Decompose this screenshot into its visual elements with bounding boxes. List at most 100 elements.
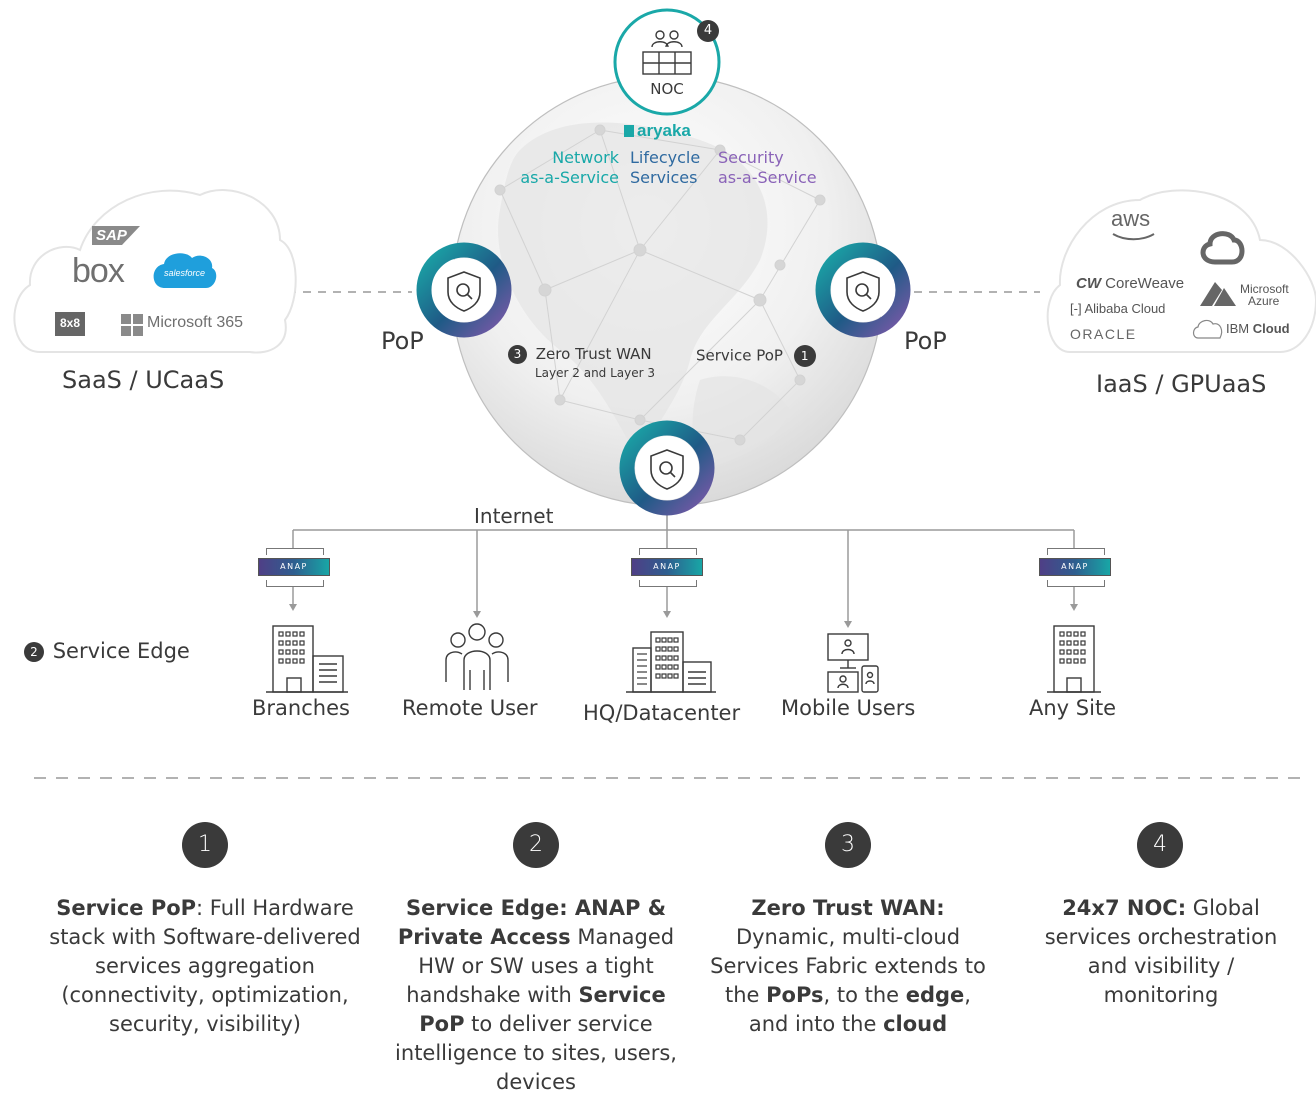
continent-shape — [692, 376, 790, 470]
salesforce-logo: salesforce — [164, 268, 206, 278]
ibm-cloud-text: Cloud — [1252, 321, 1290, 336]
anap-bracket-top — [1047, 548, 1105, 555]
card-4-bold: 24x7 NOC: — [1062, 896, 1187, 920]
pop-label-left: PoP — [381, 327, 424, 355]
service-pop-badge: 1 — [793, 345, 816, 367]
globe-network-mesh — [494, 124, 826, 446]
coreweave-mark: CW — [1076, 275, 1101, 292]
service-pop-label: Service PoP 1 — [696, 345, 816, 367]
coreweave-text: CoreWeave — [1105, 275, 1185, 292]
anap-bracket-bottom — [266, 580, 324, 587]
anap-label: ANAP — [631, 558, 703, 576]
pop-ring-right — [815, 242, 911, 338]
card-4-text: Global services orchestration and visibi… — [1044, 896, 1278, 1007]
anap-bracket-top — [639, 548, 697, 555]
card-3-bold-2: PoPs — [766, 983, 824, 1007]
zero-trust-sub: Layer 2 and Layer 3 — [535, 366, 656, 380]
anap-bracket-bottom — [1047, 580, 1105, 587]
alibaba-mark: [-] — [1070, 301, 1082, 316]
noc-circle — [613, 8, 721, 116]
service-lifecycle: Lifecycle Services — [630, 148, 710, 188]
eightbyeight-logo: 8x8 — [59, 316, 81, 330]
card-service-edge: Service Edge: ANAP & Private Access Mana… — [384, 894, 688, 1097]
microsoft-windows-icon — [121, 314, 143, 336]
anap-label: ANAP — [258, 558, 330, 576]
azure-logo: Microsoft Azure — [1240, 283, 1289, 307]
card-2-text-2: to deliver service intelligence to sites… — [395, 1012, 677, 1094]
anap-device-hq: ANAP — [631, 548, 703, 587]
card-number-2: 2 — [513, 822, 559, 868]
service-security-line2: as-a-Service — [718, 168, 817, 187]
service-pop-text: Service PoP — [696, 346, 783, 365]
service-edge-text: Service Edge — [52, 639, 190, 663]
any-site-building-icon — [1047, 625, 1101, 693]
aws-logo: aws — [1111, 206, 1151, 231]
anap-device-any-site: ANAP — [1039, 548, 1111, 587]
anap-device-branches: ANAP — [258, 548, 330, 587]
card-2-bold-2: Service PoP — [419, 983, 666, 1036]
service-lifecycle-line2: Services — [630, 168, 698, 187]
saas-label: SaaS / UCaaS — [62, 366, 225, 394]
tree-arrowheads — [289, 604, 1078, 628]
card-3-text-3: , and into the — [748, 983, 971, 1036]
ibm-cloud-logo: IBM Cloud — [1226, 321, 1290, 336]
eightbyeight-logo-box — [55, 312, 85, 336]
service-security-line1: Security — [718, 148, 784, 167]
pop-label-right: PoP — [904, 327, 947, 355]
branch-building-icon — [266, 625, 348, 693]
card-2-bold: Service Edge: ANAP & Private Access — [397, 896, 667, 949]
continent-shape — [498, 122, 768, 460]
card-1-text: : Full Hardware stack with Software-deli… — [49, 896, 361, 1036]
mobile-devices-icon — [827, 633, 879, 693]
card-noc: 24x7 NOC: Global services orchestration … — [1030, 894, 1292, 1010]
noc-grid-icon — [642, 51, 692, 75]
noc-people-icon — [651, 30, 683, 48]
shield-icon — [650, 449, 684, 490]
service-lifecycle-line1: Lifecycle — [630, 148, 701, 167]
datacenter-building-icon — [626, 631, 716, 693]
service-edge-badge: 2 — [24, 642, 44, 662]
card-number-1: 1 — [182, 822, 228, 868]
site-label-branches: Branches — [252, 696, 350, 720]
service-security: Security as-a-Service — [718, 148, 838, 188]
coreweave-logo: CW CoreWeave — [1076, 275, 1184, 292]
card-3-bold-3: edge — [905, 983, 965, 1007]
site-label-hq-datacenter: HQ/Datacenter — [583, 701, 741, 725]
anap-bracket-bottom — [639, 580, 697, 587]
shield-icon — [447, 271, 481, 312]
google-cloud-icon — [1200, 231, 1245, 265]
shield-icon — [846, 271, 880, 312]
alibaba-logo: [-] Alibaba Cloud — [1070, 301, 1165, 316]
sap-logo-shape — [92, 226, 140, 245]
alibaba-text: Alibaba Cloud — [1084, 301, 1166, 316]
card-1-bold: Service PoP — [56, 896, 197, 920]
microsoft365-logo: Microsoft 365 — [147, 314, 244, 331]
noc-badge: 4 — [703, 23, 713, 38]
ibm-text: IBM — [1226, 321, 1250, 336]
sap-logo: SAP — [96, 227, 127, 244]
pop-ring-bottom — [619, 420, 715, 516]
oracle-logo: ORACLE — [1070, 326, 1137, 342]
azure-line2: Azure — [1248, 294, 1280, 308]
zero-trust-badge: 3 — [508, 345, 527, 364]
remote-user-group-icon — [445, 623, 509, 690]
aryaka-logo-mark — [624, 125, 634, 137]
card-number-4: 4 — [1137, 822, 1183, 868]
card-3-text-2: , to the — [823, 983, 906, 1007]
card-3-bold: Zero Trust WAN: — [751, 896, 945, 920]
site-label-remote-user: Remote User — [402, 696, 538, 720]
card-number-3: 3 — [825, 822, 871, 868]
service-network-line1: Network — [552, 148, 619, 167]
service-network: Network as-a-Service — [505, 148, 619, 188]
noc-badge-circle — [697, 20, 719, 42]
service-network-line2: as-a-Service — [520, 168, 619, 187]
zero-trust-label: 3 Zero Trust WAN — [508, 345, 652, 364]
anap-bracket-top — [266, 548, 324, 555]
pop-ring-left — [416, 242, 512, 338]
tree-lines — [292, 515, 1075, 622]
salesforce-cloud-icon — [153, 253, 217, 288]
card-3-text: Dynamic, multi-cloud Services Fabric ext… — [710, 925, 986, 1007]
site-label-any-site: Any Site — [1029, 696, 1117, 720]
anap-label: ANAP — [1039, 558, 1111, 576]
